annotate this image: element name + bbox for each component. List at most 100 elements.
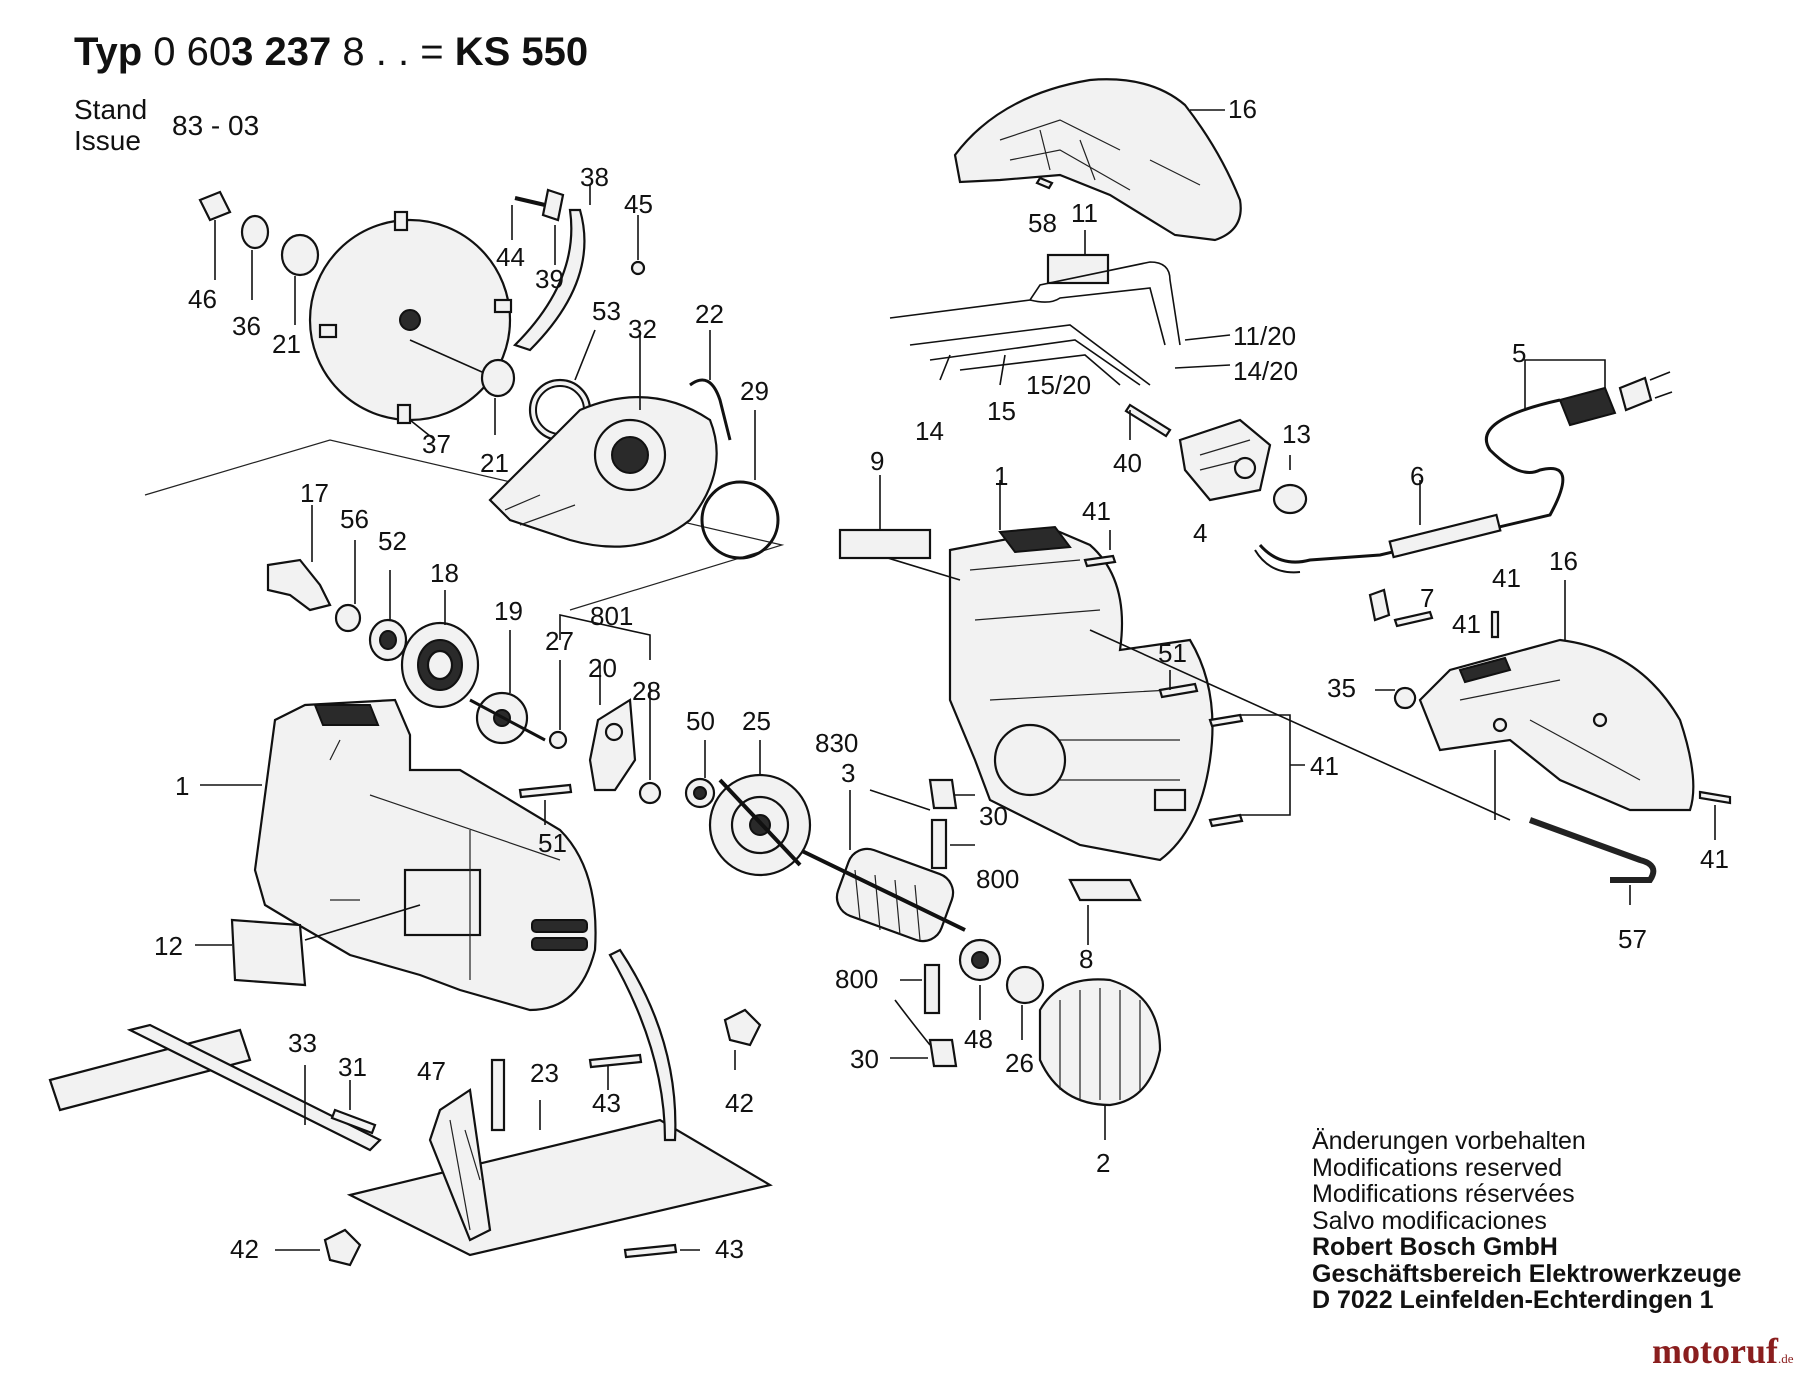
label-25: 25: [742, 706, 771, 736]
label-1-right: 1: [994, 461, 1008, 491]
model-name: KS 550: [454, 30, 589, 74]
label-11: 11: [1071, 198, 1098, 228]
typ-prefix: 0 60: [153, 30, 232, 74]
brand-suffix: .de: [1777, 1351, 1794, 1366]
label-2: 2: [1096, 1148, 1110, 1178]
typ-label: Typ: [74, 30, 143, 74]
label-48: 48: [964, 1024, 993, 1054]
label-41c: 41: [1452, 609, 1481, 639]
label-4: 4: [1193, 518, 1207, 548]
stator-part: [1038, 978, 1162, 1107]
label-39: 39: [535, 264, 564, 294]
power-cord-part: [1254, 371, 1673, 574]
label-41e: 41: [1700, 844, 1729, 874]
issue-label: Issue: [74, 125, 141, 156]
label-53: 53: [592, 296, 621, 326]
switch-part: [1124, 403, 1308, 515]
label-40: 40: [1113, 448, 1142, 478]
company-division: Geschäftsbereich Elektrowerkzeuge: [1312, 1259, 1742, 1288]
label-43b: 43: [715, 1234, 744, 1264]
label-36: 36: [232, 311, 261, 341]
label-45: 45: [624, 189, 653, 219]
label-51-right: 51: [1158, 638, 1187, 668]
saw-blade-part: [308, 210, 513, 425]
label-35: 35: [1327, 673, 1356, 703]
label-33: 33: [288, 1028, 317, 1058]
label-51-left: 51: [538, 828, 567, 858]
note-line-fr: Modifications réservées: [1312, 1180, 1575, 1208]
label-58: 58: [1028, 208, 1057, 238]
label-26: 26: [1005, 1048, 1034, 1078]
label-37: 37: [422, 429, 451, 459]
brand-logo: motoruf.de: [1652, 1330, 1794, 1372]
label-44: 44: [496, 242, 525, 272]
typ-suffix: 8 . .: [342, 30, 410, 74]
label-31: 31: [338, 1052, 367, 1082]
label-30b: 30: [850, 1044, 879, 1074]
label-32: 32: [628, 314, 657, 344]
label-12: 12: [154, 931, 183, 961]
large-gear-part: [708, 773, 812, 877]
pinion-gear-part: [469, 691, 546, 745]
label-20: 20: [588, 653, 617, 683]
label-41d: 41: [1310, 751, 1339, 781]
label-18: 18: [430, 558, 459, 588]
company-address: D 7022 Leinfelden-Echterdingen 1: [1312, 1286, 1714, 1314]
label-14: 14: [915, 416, 944, 446]
label-52: 52: [378, 526, 407, 556]
notes-block: Änderungen vorbehalten Modifications res…: [1312, 1128, 1741, 1314]
label-28: 28: [632, 676, 661, 706]
label-43a: 43: [592, 1088, 621, 1118]
label-800b: 800: [835, 964, 878, 994]
lower-blade-guard-part: [1418, 638, 1695, 812]
label-13: 13: [1282, 419, 1311, 449]
label-16a: 16: [1228, 94, 1257, 124]
label-56: 56: [340, 504, 369, 534]
armature-part: [799, 847, 966, 943]
label-11-20: 11/20: [1233, 321, 1296, 351]
label-42b: 42: [230, 1234, 259, 1264]
label-800a: 800: [976, 864, 1019, 894]
typ-equals: =: [420, 30, 444, 74]
note-line-de: Änderungen vorbehalten: [1312, 1127, 1586, 1155]
label-47: 47: [417, 1056, 446, 1086]
label-21a: 21: [272, 329, 301, 359]
stand-label: Stand: [74, 94, 148, 125]
label-5: 5: [1512, 338, 1526, 368]
label-30a: 30: [979, 801, 1008, 831]
retracting-guard-part: [488, 396, 718, 548]
label-9: 9: [870, 446, 884, 476]
label-7: 7: [1420, 583, 1434, 613]
label-15-20: 15/20: [1026, 370, 1091, 400]
motor-housing-left-part: [253, 698, 597, 1012]
motor-housing-right-part: [948, 525, 1214, 862]
upper-blade-guard-part: [953, 78, 1242, 242]
label-46: 46: [188, 284, 217, 314]
label-3: 3: [841, 758, 855, 788]
label-50: 50: [686, 706, 715, 736]
label-1-left: 1: [175, 771, 189, 801]
label-17: 17: [300, 478, 329, 508]
stand-value: 83 - 03: [172, 110, 260, 141]
brand-name: motoruf: [1652, 1331, 1778, 1371]
label-38: 38: [580, 162, 609, 192]
label-42a: 42: [725, 1088, 754, 1118]
base-plate-part: [346, 948, 773, 1257]
label-27: 27: [545, 626, 574, 656]
label-23: 23: [530, 1058, 559, 1088]
label-8: 8: [1079, 944, 1093, 974]
label-16b: 16: [1549, 546, 1578, 576]
label-15: 15: [987, 396, 1016, 426]
company-name: Robert Bosch GmbH: [1312, 1233, 1558, 1261]
note-line-es: Salvo modificaciones: [1312, 1206, 1547, 1235]
label-29: 29: [740, 376, 769, 406]
type-line: Typ 0 603 237 8 . . = KS 550: [74, 30, 588, 75]
label-6: 6: [1410, 461, 1424, 491]
label-19: 19: [494, 596, 523, 626]
label-41a: 41: [1082, 496, 1111, 526]
label-14-20: 14/20: [1233, 356, 1298, 386]
bearing-housing-part: [400, 621, 480, 709]
note-line-en: Modifications reserved: [1312, 1153, 1563, 1182]
stand-issue-block: Stand Issue: [74, 94, 147, 156]
